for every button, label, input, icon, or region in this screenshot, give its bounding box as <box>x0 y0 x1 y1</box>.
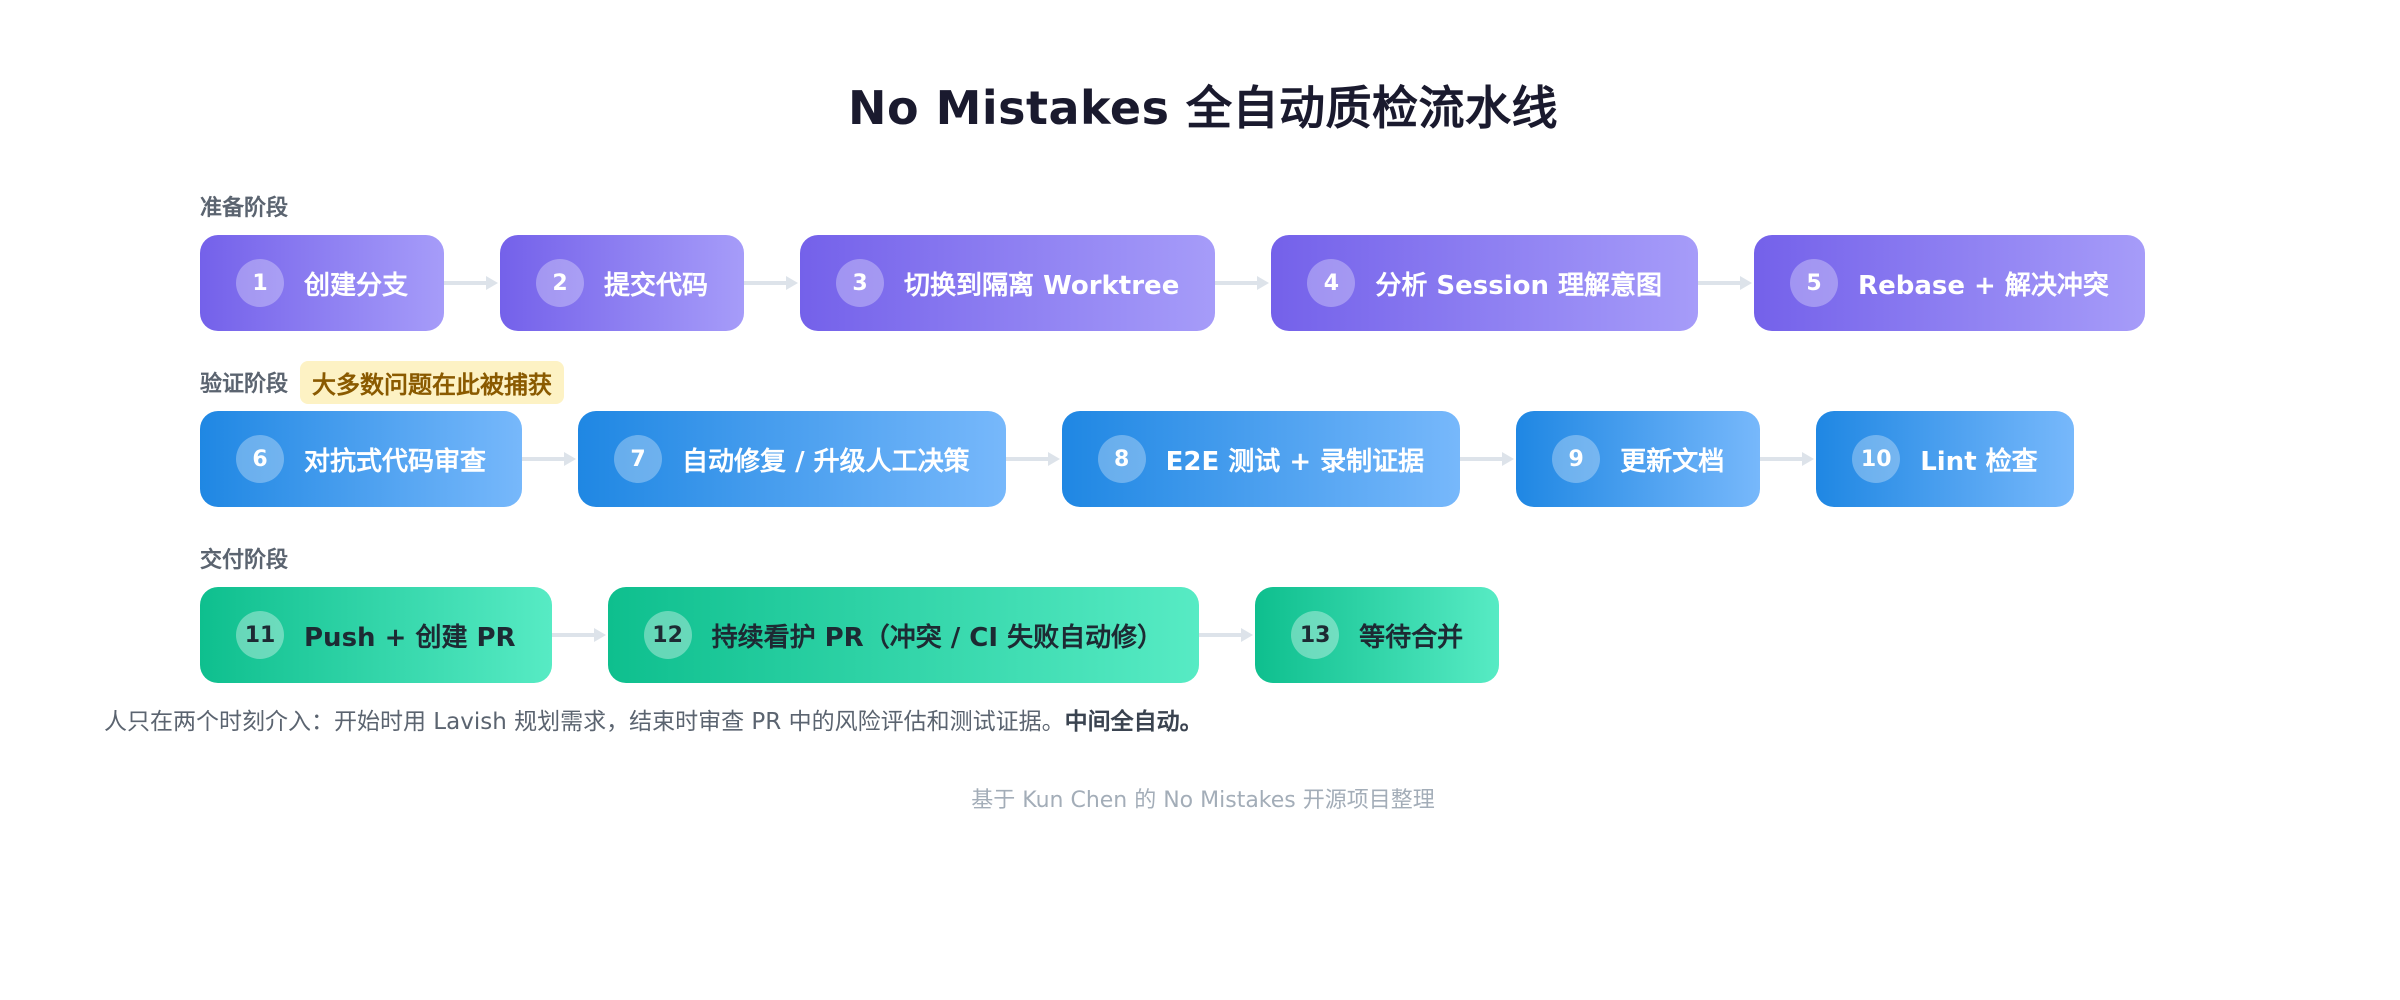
step-number: 13 <box>1291 611 1340 659</box>
arrow-right-icon <box>522 449 578 469</box>
step-label: 创建分支 <box>304 270 409 301</box>
stage-steps-row: 6 对抗式代码审查 7 自动修复 / 升级人工决策 8 E2E 测试 + 录制证… <box>200 410 2074 508</box>
step-number: 7 <box>614 435 663 483</box>
step-13: 13 等待合并 <box>1255 587 1500 683</box>
step-label: Lint 检查 <box>1920 446 2038 477</box>
arrow-right-icon <box>1698 273 1754 293</box>
step-5: 5 Rebase + 解决冲突 <box>1754 235 2145 331</box>
step-9: 9 更新文档 <box>1516 411 1761 507</box>
arrow-right-icon <box>1215 273 1271 293</box>
stage-badge: 大多数问题在此被捕获 <box>300 360 565 404</box>
step-label: Push + 创建 PR <box>304 622 516 653</box>
step-7: 7 自动修复 / 升级人工决策 <box>578 411 1006 507</box>
stage-steps-row: 1 创建分支 2 提交代码 3 切换到隔离 Worktree 4 分析 Sess… <box>200 234 2145 332</box>
step-number: 4 <box>1307 259 1356 307</box>
step-3: 3 切换到隔离 Worktree <box>800 235 1216 331</box>
step-12: 12 持续看护 PR（冲突 / CI 失败自动修） <box>607 587 1200 683</box>
step-number: 1 <box>236 259 284 307</box>
step-4: 4 分析 Session 理解意图 <box>1271 235 1699 331</box>
step-label: Rebase + 解决冲突 <box>1858 270 2109 301</box>
page-title: No Mistakes 全自动质检流水线 <box>847 81 1559 135</box>
step-label: 对抗式代码审查 <box>304 446 487 477</box>
arrow-right-icon <box>744 273 800 293</box>
stage-header: 验证阶段 大多数问题在此被捕获 <box>200 360 2074 404</box>
arrow-right-icon <box>1199 625 1255 645</box>
summary-note: 人只在两个时刻介入：开始时用 Lavish 规划需求，结束时审查 PR 中的风险… <box>104 702 1203 736</box>
step-number: 10 <box>1852 435 1901 483</box>
step-label: 切换到隔离 Worktree <box>904 270 1180 301</box>
step-8: 8 E2E 测试 + 录制证据 <box>1061 411 1461 507</box>
step-label: 等待合并 <box>1359 622 1464 653</box>
step-label: 持续看护 PR（冲突 / CI 失败自动修） <box>711 622 1164 653</box>
stage-header: 准备阶段 <box>200 186 2145 226</box>
step-label: 分析 Session 理解意图 <box>1375 270 1663 301</box>
step-number: 2 <box>536 259 585 307</box>
summary-note-text: 人只在两个时刻介入：开始时用 Lavish 规划需求，结束时审查 PR 中的风险… <box>104 709 1065 735</box>
step-1: 1 创建分支 <box>200 235 445 331</box>
step-6: 6 对抗式代码审查 <box>200 411 523 507</box>
stage-steps-row: 11 Push + 创建 PR 12 持续看护 PR（冲突 / CI 失败自动修… <box>200 586 1500 684</box>
stage-label: 准备阶段 <box>200 196 289 221</box>
stage-header: 交付阶段 <box>200 538 1499 578</box>
footer-credit: 基于 Kun Chen 的 No Mistakes 开源项目整理 <box>971 788 1435 813</box>
step-2: 2 提交代码 <box>500 235 745 331</box>
step-number: 8 <box>1097 435 1146 483</box>
step-label: 提交代码 <box>604 270 709 301</box>
step-label: 自动修复 / 升级人工决策 <box>682 446 970 477</box>
stage-verify: 验证阶段 大多数问题在此被捕获 6 对抗式代码审查 7 自动修复 / 升级人工决… <box>200 360 2074 508</box>
step-10: 10 Lint 检查 <box>1816 411 2074 507</box>
arrow-right-icon <box>444 273 500 293</box>
step-number: 11 <box>236 611 284 659</box>
arrow-right-icon <box>1005 449 1062 469</box>
stage-label: 验证阶段 <box>200 372 289 397</box>
summary-note-emphasis: 中间全自动。 <box>1064 709 1203 735</box>
step-number: 12 <box>643 611 692 659</box>
arrow-right-icon <box>551 625 608 645</box>
step-number: 9 <box>1552 435 1601 483</box>
step-number: 3 <box>836 259 885 307</box>
stage-label: 交付阶段 <box>200 548 289 573</box>
step-number: 6 <box>236 435 284 483</box>
step-label: 更新文档 <box>1620 446 1725 477</box>
step-label: E2E 测试 + 录制证据 <box>1165 446 1425 477</box>
arrow-right-icon <box>1460 449 1516 469</box>
stage-deliver: 交付阶段 11 Push + 创建 PR 12 持续看护 PR（冲突 / CI … <box>200 538 1500 684</box>
step-number: 5 <box>1790 259 1839 307</box>
arrow-right-icon <box>1760 449 1816 469</box>
step-11: 11 Push + 创建 PR <box>200 587 552 683</box>
stage-prep: 准备阶段 1 创建分支 2 提交代码 3 切换到隔离 Worktree 4 分析… <box>200 186 2145 332</box>
